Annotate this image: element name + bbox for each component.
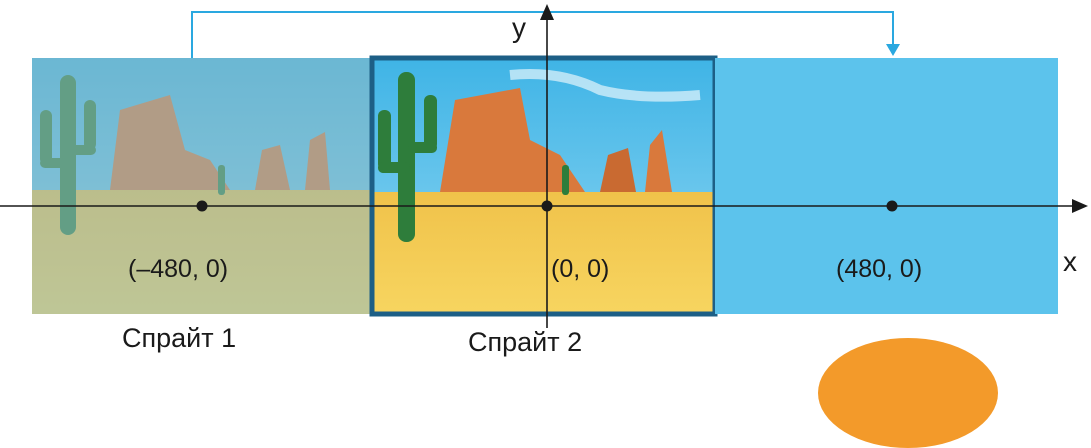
orange-badge (818, 338, 998, 448)
y-axis-label: y (512, 12, 526, 44)
sprite-2-background (372, 58, 715, 314)
x-axis-label: x (1063, 246, 1077, 278)
diagram-canvas (0, 0, 1091, 364)
sprite-2-label: Спрайт 2 (468, 327, 582, 358)
point-marker-1 (542, 201, 553, 212)
point-label-left: (–480, 0) (128, 255, 228, 284)
point-label-origin: (0, 0) (551, 255, 609, 284)
coordinate-diagram: y x (–480, 0) (0, 0) (480, 0) Спрайт 1 С… (0, 0, 1091, 364)
sprite-1-label: Спрайт 1 (122, 323, 236, 354)
point-marker-2 (887, 201, 898, 212)
point-marker-0 (197, 201, 208, 212)
point-label-right: (480, 0) (836, 255, 922, 284)
